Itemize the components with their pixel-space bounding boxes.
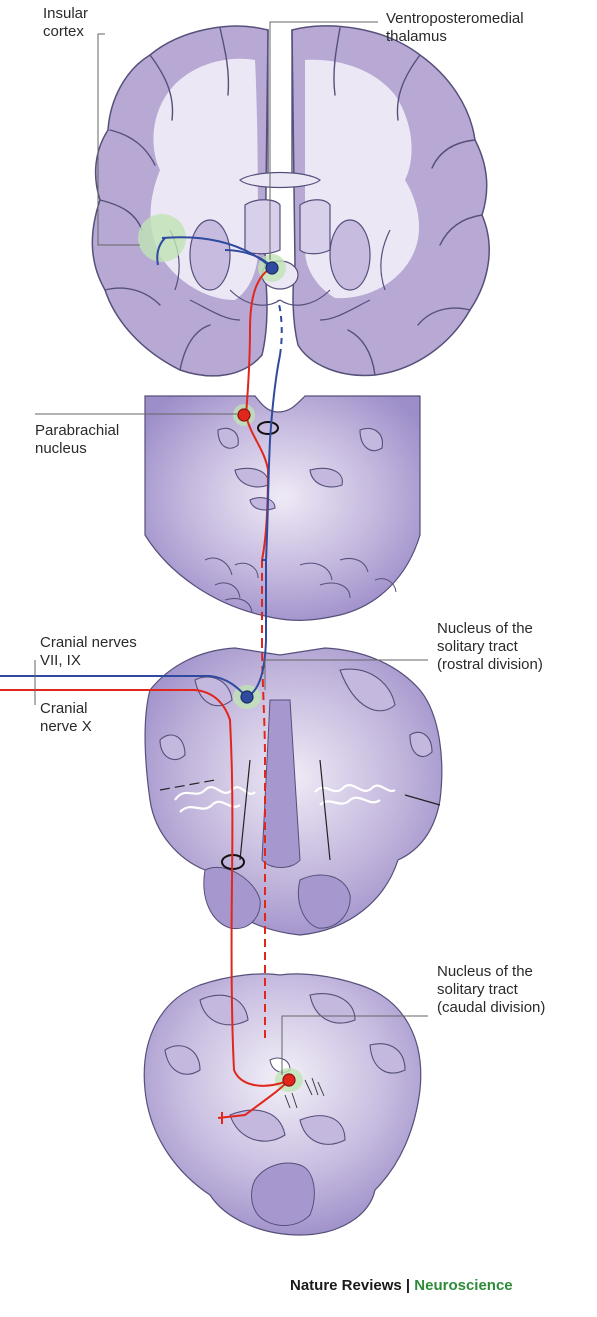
credit-separator: | [402,1277,415,1294]
journal-subject: Neuroscience [414,1277,512,1294]
label-nts-caudal: Nucleus of the solitary tract (caudal di… [437,963,545,1017]
medulla-rostral-section [145,648,442,935]
brain-coronal-section [92,26,489,376]
pons-section [145,396,420,620]
label-vpm-thalamus: Ventroposteromedial thalamus [386,10,524,46]
label-parabrachial-nucleus: Parabrachial nucleus [35,422,119,458]
medulla-caudal-section [144,974,421,1235]
label-nts-rostral: Nucleus of the solitary tract (rostral d… [437,620,543,674]
label-cranial-nerve-x: Cranial nerve X [40,700,92,736]
journal-credit: Nature Reviews | Neuroscience [290,1277,513,1294]
label-insular-cortex: Insular cortex [43,5,88,41]
label-cranial-nerves-vii-ix: Cranial nerves VII, IX [40,634,137,670]
journal-name: Nature Reviews [290,1277,402,1294]
